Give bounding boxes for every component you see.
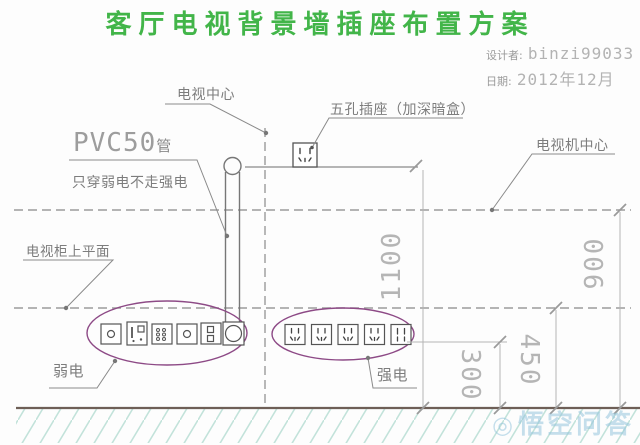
floor-hatching — [16, 409, 640, 443]
strong-socket-1 — [284, 323, 306, 346]
dimension-lines — [407, 170, 621, 408]
dim-1100-text: 1100 — [377, 230, 407, 302]
pvc-pipe-unit: 管 — [156, 137, 172, 155]
designer-value: binzi99033 — [527, 44, 635, 63]
pvc-leader — [69, 159, 228, 237]
strong-socket-4 — [363, 323, 386, 346]
strong-current-sockets — [284, 323, 412, 346]
weak-current-label: 弱电 — [53, 362, 85, 380]
cabinet-top-label: 电视柜上平面 — [26, 244, 110, 260]
weak-current-ellipse — [86, 300, 248, 366]
pvc-pipe-label: PVC50管 — [73, 128, 172, 158]
watermark: ◎悟空问答 — [492, 404, 634, 441]
weak-socket-audio — [176, 323, 198, 345]
tv-set-center-leader — [491, 153, 615, 211]
leader-dots — [63, 130, 495, 364]
five-hole-socket-label: 五孔插座（加深暗盒） — [330, 102, 475, 118]
dimension-ticks — [409, 159, 627, 415]
tv-center-label: 电视中心 — [177, 87, 235, 103]
strong-socket-2 — [310, 323, 333, 346]
date-row: 日期: 2012年12月 — [486, 66, 615, 90]
strong-current-label: 强电 — [377, 366, 409, 384]
page-title: 客厅电视背景墙插座布置方案 — [105, 10, 535, 40]
cabinet-top-leader — [23, 259, 115, 309]
weak-socket-network — [151, 323, 173, 345]
dim-300-text: 300 — [455, 348, 485, 402]
designer-label: 设计者: — [486, 49, 523, 62]
strong-socket-3 — [337, 323, 359, 346]
five-hole-leader — [312, 117, 463, 147]
weak-socket-tv — [100, 323, 122, 345]
strong-socket-5 — [390, 323, 412, 346]
dim-450-text: 450 — [514, 333, 544, 387]
dim-900-text: 900 — [580, 236, 610, 290]
weak-socket-data — [200, 322, 222, 345]
leader-lines — [23, 103, 615, 389]
pvc-pipe-size: PVC50 — [73, 128, 157, 158]
watermark-logo-icon: ◎ — [492, 411, 516, 439]
strong-current-ellipse — [271, 307, 415, 361]
designer-row: 设计者: binzi99033 — [486, 44, 634, 63]
strong-current-leader — [367, 357, 417, 389]
date-label: 日期: — [486, 75, 512, 88]
tv-center-leader — [165, 103, 267, 134]
date-value: 2012年12月 — [516, 70, 615, 89]
five-hole-socket-box — [292, 142, 318, 168]
pvc-pipe — [223, 156, 242, 322]
tv-set-center-label: 电视机中心 — [536, 138, 609, 154]
watermark-text: 悟空问答 — [517, 410, 634, 440]
pvc-note-label: 只穿弱电不走强电 — [72, 175, 188, 191]
weak-current-leader — [49, 360, 116, 389]
weak-current-sockets — [100, 321, 245, 346]
